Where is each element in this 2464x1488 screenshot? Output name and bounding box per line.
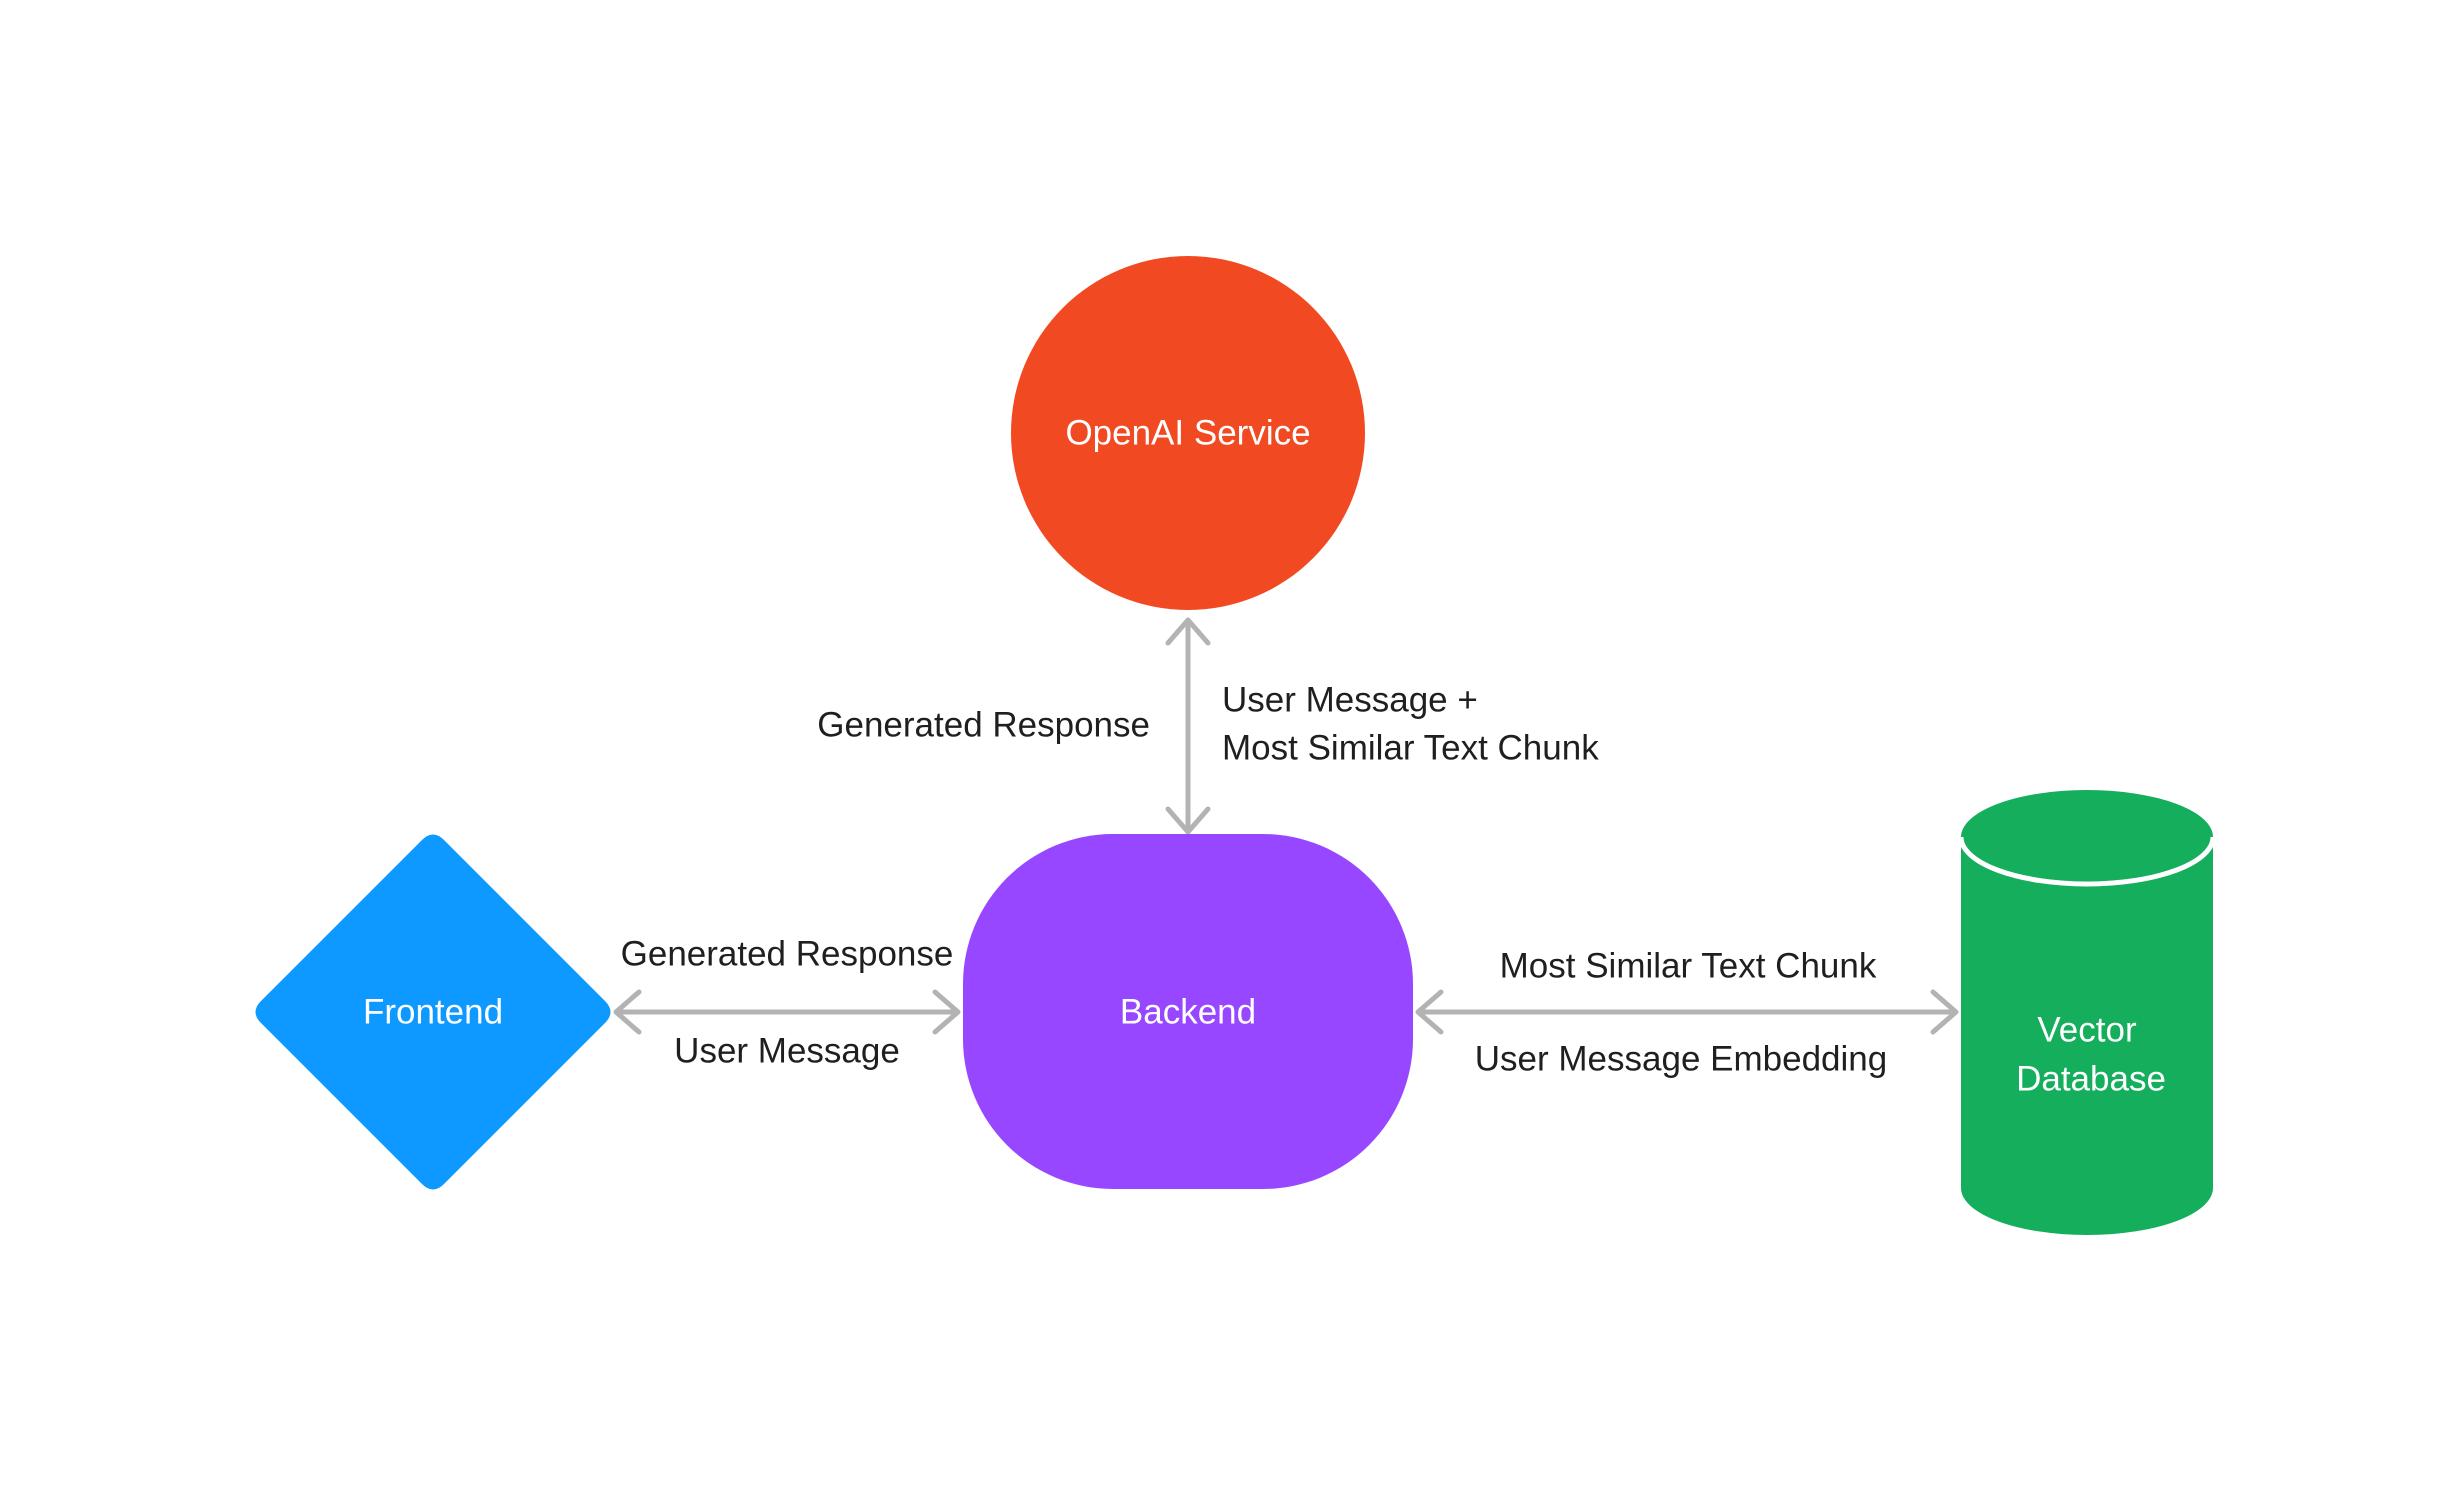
openai-label: OpenAI Service — [1065, 414, 1310, 453]
node-openai-service[interactable]: OpenAI Service — [1011, 256, 1365, 610]
edge-label-openai-generated-response: Generated Response — [817, 706, 1150, 745]
database-label-line2: Database — [2016, 1060, 2166, 1099]
database-label-line1: Vector — [2037, 1011, 2137, 1050]
node-frontend[interactable]: Frontend — [255, 834, 611, 1190]
arrowhead-right — [932, 989, 961, 1035]
edge-backend-openai — [1165, 617, 1211, 835]
arrowhead-right — [1930, 989, 1959, 1035]
edge-label-openai-user-message: User Message + — [1222, 681, 1478, 720]
edge-label-database-similar-chunk: Most Similar Text Chunk — [1500, 947, 1877, 986]
frontend-diamond-shape — [255, 834, 611, 1190]
database-cylinder-rim — [1958, 836, 2216, 887]
database-cylinder-body — [1961, 837, 2213, 1235]
node-vector-database[interactable]: Vector Database — [1958, 790, 2216, 1235]
edge-label-frontend-generated-response: Generated Response — [621, 935, 954, 974]
backend-label: Backend — [1120, 993, 1256, 1032]
openai-circle-shape — [1011, 256, 1365, 610]
arrowhead-left — [1415, 989, 1444, 1035]
database-cylinder-top — [1961, 790, 2213, 884]
arrowhead-up — [1165, 617, 1211, 646]
edge-frontend-backend — [613, 989, 961, 1035]
arrowhead-left — [613, 989, 642, 1035]
edge-label-frontend-user-message: User Message — [674, 1032, 900, 1071]
edge-label-database-embedding: User Message Embedding — [1475, 1040, 1887, 1079]
backend-rounded-rect-shape — [963, 834, 1413, 1189]
arrowhead-down — [1165, 806, 1211, 835]
node-backend[interactable]: Backend — [963, 834, 1413, 1189]
frontend-label: Frontend — [363, 993, 503, 1032]
edge-label-openai-similar-chunk: Most Similar Text Chunk — [1222, 729, 1599, 768]
edge-backend-database — [1415, 989, 1959, 1035]
